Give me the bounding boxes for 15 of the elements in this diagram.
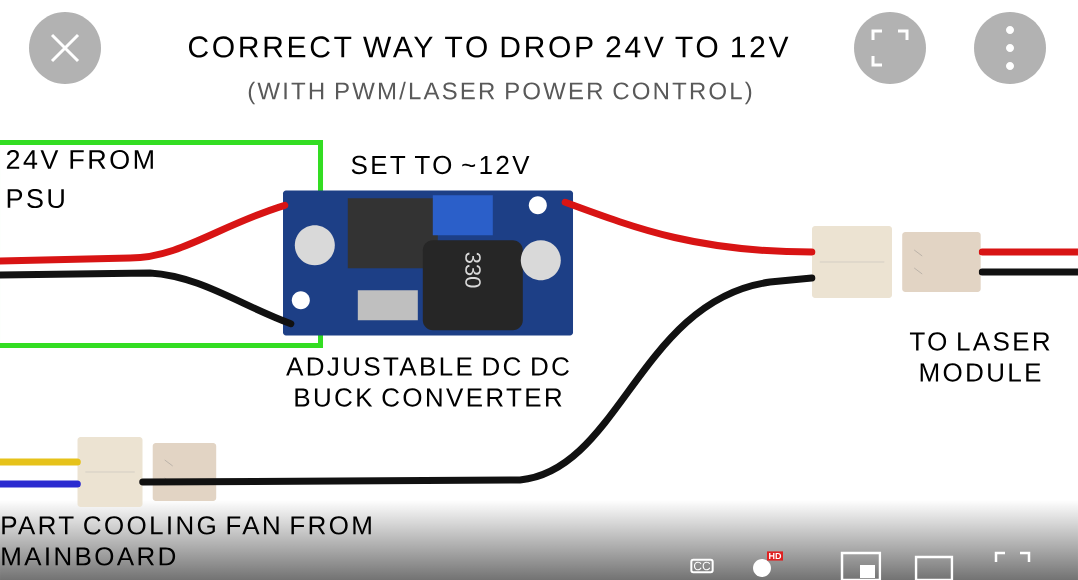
caption: SET TO ~12V xyxy=(351,155,530,175)
caption: ADJUSTABLE DC DC BUCK CONVERTER xyxy=(286,357,569,407)
wire xyxy=(0,201,289,265)
wire xyxy=(561,198,816,256)
wire xyxy=(978,268,1078,276)
caption: PART COOLING FAN FROM MAINBOARD xyxy=(2,516,371,566)
wire xyxy=(978,248,1078,256)
inductor-marking: 330 xyxy=(465,252,481,288)
title: CORRECT WAY TO DROP 24V TO 12V xyxy=(189,36,789,58)
wire xyxy=(0,480,81,488)
subtitle: (WITH PWM/LASER POWER CONTROL) xyxy=(248,81,752,105)
wire xyxy=(0,269,295,328)
wire xyxy=(139,274,816,486)
wire xyxy=(0,458,81,466)
caption: TO LASER MODULE xyxy=(909,332,1050,382)
